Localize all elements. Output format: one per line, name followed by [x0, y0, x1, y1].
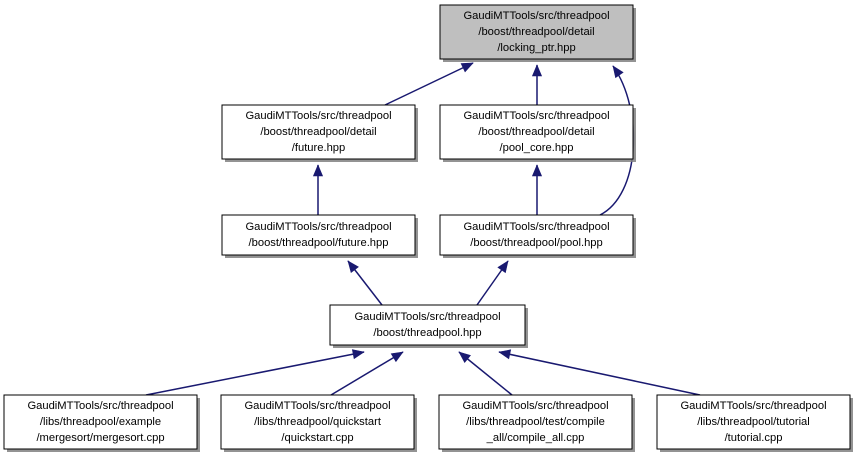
node-label-line: /libs/threadpool/test/compile [466, 416, 605, 428]
node-box[interactable] [221, 214, 416, 256]
node-label-line: GaudiMTTools/src/threadpool [244, 400, 390, 412]
node-box[interactable] [329, 304, 526, 346]
node-click-target[interactable] [440, 5, 633, 59]
graph-node-detail_pool_core[interactable]: GaudiMTTools/src/threadpool/boost/thread… [439, 104, 636, 162]
graph-edge-quickstart_cpp-to-threadpool_hpp [330, 351, 404, 396]
node-label-line: /libs/threadpool/example [40, 416, 161, 428]
edge-arrowhead-icon [460, 62, 474, 73]
node-box[interactable] [221, 104, 416, 160]
graph-node-mergesort_cpp[interactable]: GaudiMTTools/src/threadpool/libs/threadp… [3, 394, 200, 452]
node-label-line: /boost/threadpool/future.hpp [249, 237, 389, 249]
graph-edge-threadpool_hpp-to-future_hpp [347, 260, 383, 306]
graph-node-detail_future[interactable]: GaudiMTTools/src/threadpool/boost/thread… [221, 104, 418, 162]
node-box[interactable] [439, 4, 634, 60]
edge-arrowhead-icon [531, 64, 543, 77]
node-label-line: _all/compile_all.cpp [486, 432, 585, 444]
node-click-target[interactable] [4, 395, 197, 449]
edge-arrowhead-icon [612, 65, 624, 79]
graph-edge-future_hpp-to-detail_future [312, 164, 324, 215]
node-label-line: /boost/threadpool/pool.hpp [470, 237, 603, 249]
node-box[interactable] [3, 394, 198, 450]
edge-arrowhead-icon [390, 351, 404, 363]
node-label-line: GaudiMTTools/src/threadpool [27, 400, 173, 412]
graph-edge-compile_all_cpp-to-threadpool_hpp [458, 351, 513, 396]
node-label-line: /mergesort/mergesort.cpp [36, 432, 164, 444]
node-box[interactable] [220, 394, 415, 450]
edges-layer [145, 62, 701, 396]
node-click-target[interactable] [330, 305, 525, 345]
node-box[interactable] [439, 214, 634, 256]
node-label-line: GaudiMTTools/src/threadpool [463, 10, 609, 22]
edge-line [330, 351, 404, 396]
node-label-line: /libs/threadpool/tutorial [697, 416, 810, 428]
graph-node-locking_ptr[interactable]: GaudiMTTools/src/threadpool/boost/thread… [439, 4, 636, 62]
node-box[interactable] [439, 104, 634, 160]
graph-edge-threadpool_hpp-to-pool_hpp [476, 260, 509, 306]
node-click-target[interactable] [657, 395, 850, 449]
edge-line [384, 62, 474, 106]
node-label-line: /boost/threadpool.hpp [373, 327, 481, 339]
edge-arrowhead-icon [351, 349, 365, 360]
graph-edge-detail_pool_core-to-locking_ptr [531, 64, 543, 105]
graph-edge-pool_hpp-to-detail_pool_core [531, 164, 543, 215]
graph-node-quickstart_cpp[interactable]: GaudiMTTools/src/threadpool/libs/threadp… [220, 394, 417, 452]
node-click-target[interactable] [440, 215, 633, 255]
node-click-target[interactable] [440, 105, 633, 159]
graph-edge-mergesort_cpp-to-threadpool_hpp [145, 349, 365, 396]
graph-node-threadpool_hpp[interactable]: GaudiMTTools/src/threadpool/boost/thread… [329, 304, 528, 348]
node-label-line: GaudiMTTools/src/threadpool [354, 311, 500, 323]
node-label-line: /locking_ptr.hpp [497, 42, 575, 54]
edge-line [498, 351, 701, 396]
node-label-line: /future.hpp [292, 142, 346, 154]
node-label-line: GaudiMTTools/src/threadpool [680, 400, 826, 412]
graph-node-pool_hpp[interactable]: GaudiMTTools/src/threadpool/boost/thread… [439, 214, 636, 258]
node-label-line: /boost/threadpool/detail [260, 126, 376, 138]
node-label-line: /tutorial.cpp [725, 432, 783, 444]
node-label-line: /libs/threadpool/quickstart [254, 416, 382, 428]
node-label-line: /pool_core.hpp [499, 142, 573, 154]
edge-arrowhead-icon [312, 164, 324, 177]
edge-line [458, 351, 513, 396]
node-label-line: GaudiMTTools/src/threadpool [245, 221, 391, 233]
edge-arrowhead-icon [531, 164, 543, 177]
edge-arrowhead-icon [458, 351, 471, 364]
node-click-target[interactable] [222, 215, 415, 255]
node-label-line: GaudiMTTools/src/threadpool [463, 221, 609, 233]
edge-arrowhead-icon [497, 260, 509, 274]
graph-node-future_hpp[interactable]: GaudiMTTools/src/threadpool/boost/thread… [221, 214, 418, 258]
graph-edge-detail_future-to-locking_ptr [384, 62, 474, 106]
graph-node-tutorial_cpp[interactable]: GaudiMTTools/src/threadpool/libs/threadp… [656, 394, 853, 452]
edge-arrowhead-icon [498, 349, 512, 360]
nodes-layer: GaudiMTTools/src/threadpool/boost/thread… [3, 4, 853, 452]
node-label-line: GaudiMTTools/src/threadpool [463, 110, 609, 122]
graph-node-compile_all_cpp[interactable]: GaudiMTTools/src/threadpool/libs/threadp… [438, 394, 635, 452]
edge-line [145, 351, 365, 396]
node-label-line: GaudiMTTools/src/threadpool [245, 110, 391, 122]
node-label-line: /boost/threadpool/detail [478, 26, 594, 38]
node-box[interactable] [656, 394, 851, 450]
node-click-target[interactable] [222, 105, 415, 159]
node-label-line: /quickstart.cpp [281, 432, 353, 444]
edge-arrowhead-icon [347, 260, 359, 274]
node-click-target[interactable] [221, 395, 414, 449]
node-click-target[interactable] [439, 395, 632, 449]
node-label-line: GaudiMTTools/src/threadpool [462, 400, 608, 412]
node-box[interactable] [438, 394, 633, 450]
node-label-line: /boost/threadpool/detail [478, 126, 594, 138]
graph-edge-tutorial_cpp-to-threadpool_hpp [498, 349, 701, 396]
